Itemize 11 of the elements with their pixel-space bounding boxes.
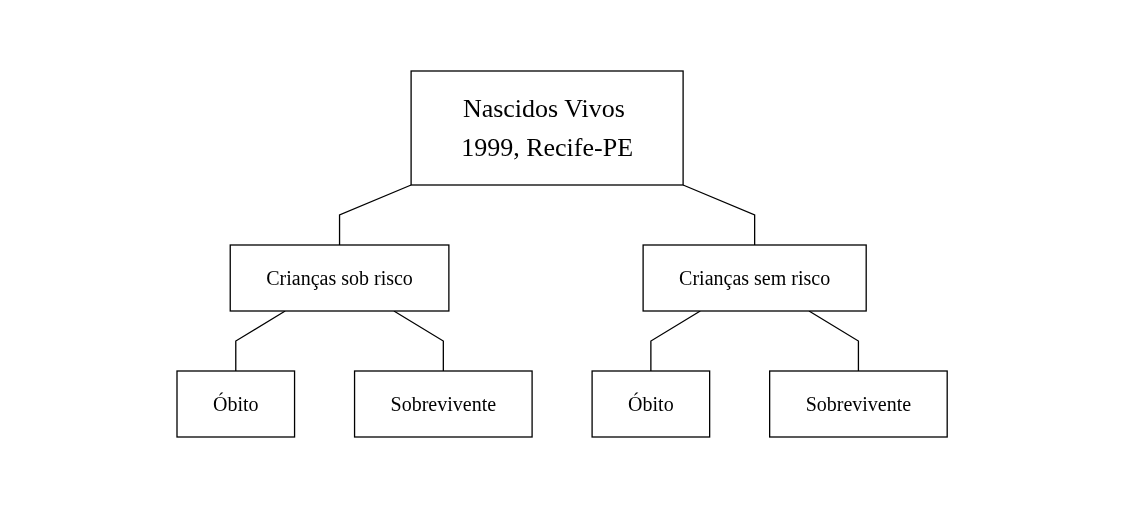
- connector: [339, 184, 413, 246]
- node-box: Crianças sem risco: [642, 244, 868, 312]
- node-box: Sobrevivente: [769, 370, 949, 438]
- node-box: Óbito: [591, 370, 711, 438]
- connector: [808, 310, 860, 372]
- node-box: Nascidos Vivos 1999, Recife-PE: [410, 70, 685, 186]
- node-box: Sobrevivente: [354, 370, 534, 438]
- node-box: Crianças sob risco: [230, 244, 450, 312]
- connector: [682, 184, 756, 246]
- connector: [393, 310, 445, 372]
- node-box: Óbito: [176, 370, 296, 438]
